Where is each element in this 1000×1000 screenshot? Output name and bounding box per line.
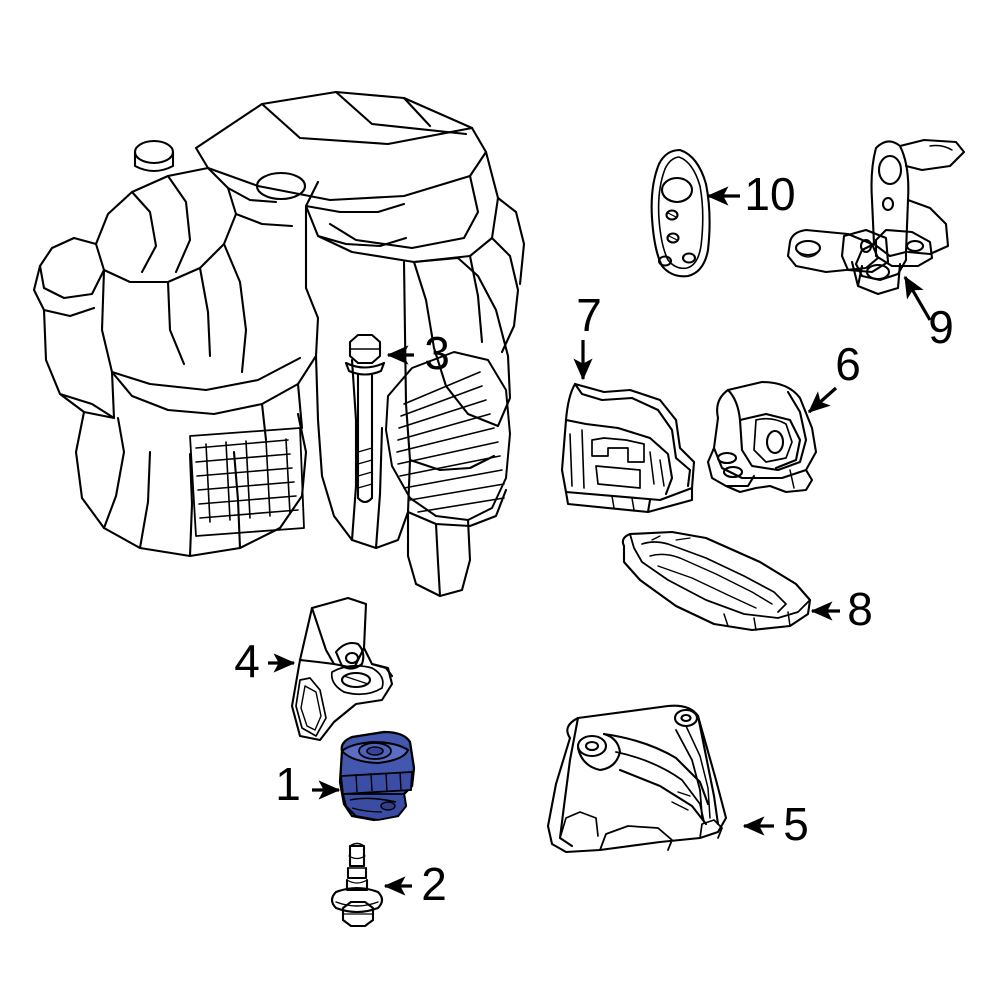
leader-line-9 (903, 275, 932, 321)
engine-assembly (32, 90, 526, 598)
part-2-mount-bolt-lower[interactable] (330, 842, 384, 928)
callout-label-9[interactable]: 9 (928, 301, 954, 353)
callout-label-6[interactable]: 6 (835, 338, 861, 390)
callout-label-5[interactable]: 5 (783, 798, 809, 850)
part-4-mount-support-bracket-left[interactable] (290, 596, 394, 742)
part-1-engine-mount[interactable] (338, 730, 416, 822)
part-8-crossmember-support[interactable] (621, 530, 812, 632)
callout-label-7[interactable]: 7 (576, 289, 602, 341)
callout-label-1[interactable]: 1 (275, 758, 301, 810)
part-9-mount-bracket-assembly-right[interactable] (786, 138, 966, 296)
part-5-engine-support-bracket-large[interactable] (546, 704, 728, 854)
callout-labels: 1 2 3 4 5 6 7 8 9 10 (234, 168, 954, 910)
callout-label-3[interactable]: 3 (424, 327, 450, 379)
part-3-mount-bolt-upper[interactable] (344, 333, 386, 504)
callout-label-2[interactable]: 2 (421, 858, 447, 910)
callout-label-4[interactable]: 4 (234, 635, 260, 687)
callout-label-10[interactable]: 10 (744, 168, 795, 220)
part-10-mount-strap-bracket[interactable] (650, 148, 711, 278)
part-7-mount-bracket-casting[interactable] (560, 382, 696, 514)
leader-line-6 (807, 386, 838, 414)
callout-label-8[interactable]: 8 (847, 583, 873, 635)
part-6-transmission-mount[interactable] (706, 380, 818, 494)
callout-leaders (268, 186, 932, 896)
